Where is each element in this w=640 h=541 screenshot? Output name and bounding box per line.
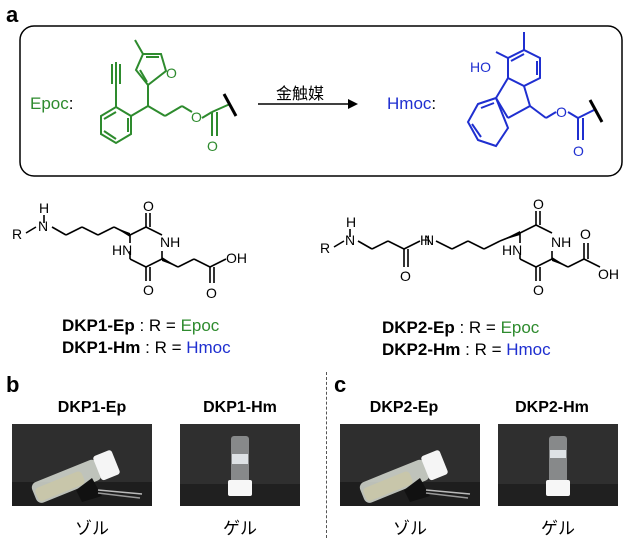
epoc-label: Epoc: xyxy=(30,94,73,114)
dkp2-hm-sep: : R = xyxy=(460,340,507,359)
dkp2-nh-amide: H xyxy=(420,232,430,248)
epoc-furan-o: O xyxy=(166,65,177,81)
sample-b1-title: DKP1-Ep xyxy=(57,399,127,416)
sample-b2-title: DKP1-Hm xyxy=(203,399,277,416)
tilted-vial-image xyxy=(12,424,152,506)
panel-c-letter: c xyxy=(334,372,347,397)
dkp2-names: DKP2-Ep : R = Epoc DKP2-Hm : R = Hmoc xyxy=(382,318,551,360)
dkp2-n: N xyxy=(345,232,355,248)
epoc-label-text: Epoc xyxy=(30,94,69,113)
dkp1-o-acid: O xyxy=(206,285,217,301)
hmoc-ester-o: O xyxy=(556,104,567,120)
tilted-vial-image-2 xyxy=(340,424,480,506)
caption-c2: ゲル xyxy=(541,519,575,538)
dkp1-ep-name: DKP1-Ep xyxy=(62,316,135,335)
epoc-structure xyxy=(100,39,231,145)
dkp1-o-top: O xyxy=(143,198,154,214)
photo-dkp2-ep xyxy=(340,424,480,506)
dkp1-wedge-2 xyxy=(162,257,178,267)
caption-c1: ゾル xyxy=(393,519,427,538)
photo-dkp1-ep xyxy=(12,424,152,506)
dkp2-o-top: O xyxy=(533,196,544,212)
dkp1-oh: OH xyxy=(226,250,247,266)
hmoc-label-colon: : xyxy=(431,94,437,113)
dkp2-ep-name: DKP2-Ep xyxy=(382,318,455,337)
photo-dkp1-hm xyxy=(180,424,300,506)
dkp2-wedge-1 xyxy=(500,231,520,241)
panel-b-letter: b xyxy=(6,372,20,397)
dkp1-hm-value: Hmoc xyxy=(186,338,231,357)
photo-dkp2-hm xyxy=(498,424,618,506)
catalyst-label: 金触媒 xyxy=(276,86,325,103)
dkp1-r: R xyxy=(12,226,22,242)
hmoc-label: Hmoc: xyxy=(387,94,436,114)
panel-a-letter: a xyxy=(6,2,19,27)
dkp2-ep-sep: : R = xyxy=(454,318,501,337)
upright-vial-image-2 xyxy=(498,424,618,506)
dkp2-o-amide: O xyxy=(400,268,411,284)
dkp2-o-acid: O xyxy=(580,226,591,242)
dkp2-ep-value: Epoc xyxy=(500,318,540,337)
reaction-arrowhead xyxy=(348,99,358,109)
dkp2-nh: NH xyxy=(551,234,571,250)
dkp1-hn: HN xyxy=(112,242,132,258)
caption-b2: ゲル xyxy=(223,519,257,538)
epoc-label-colon: : xyxy=(68,94,74,113)
panel-divider xyxy=(326,372,327,538)
dkp1-o-bottom: O xyxy=(143,282,154,298)
hmoc-structure xyxy=(466,32,595,148)
hmoc-ho: HO xyxy=(470,59,491,75)
dkp2-hm-value: Hmoc xyxy=(506,340,551,359)
dkp1-wedge-1 xyxy=(114,227,130,237)
dkp2-n-amide: N xyxy=(424,232,434,248)
reaction-scheme: O O O HO O O xyxy=(19,25,623,177)
dkp2-structure xyxy=(333,211,601,281)
dkp1-names: DKP1-Ep : R = Epoc DKP1-Hm : R = Hmoc xyxy=(62,316,231,358)
dkp2-h: H xyxy=(346,214,356,230)
dkp-structures: R N H O NH HN O O OH xyxy=(12,196,619,301)
dkp1-n: N xyxy=(38,218,48,234)
hmoc-label-text: Hmoc xyxy=(387,94,432,113)
dkp1-hm-line: DKP1-Hm : R = Hmoc xyxy=(62,338,231,358)
dkp1-ep-value: Epoc xyxy=(180,316,220,335)
dkp1-h: H xyxy=(39,200,49,216)
dkp2-hm-line: DKP2-Hm : R = Hmoc xyxy=(382,340,551,360)
dkp2-hm-name: DKP2-Hm xyxy=(382,340,461,359)
epoc-carbonyl-o: O xyxy=(207,138,218,154)
upright-vial-image xyxy=(180,424,300,506)
hmoc-attachment xyxy=(588,99,604,123)
caption-b1: ゾル xyxy=(75,519,109,538)
hmoc-carbonyl-o: O xyxy=(573,143,584,159)
dkp2-oh: OH xyxy=(598,266,619,282)
dkp2-o-bottom: O xyxy=(533,282,544,298)
dkp2-ep-line: DKP2-Ep : R = Epoc xyxy=(382,318,551,338)
dkp1-nh: NH xyxy=(160,234,180,250)
dkp2-wedge-2 xyxy=(552,257,568,267)
sample-c2-title: DKP2-Hm xyxy=(515,399,589,416)
sample-c1-title: DKP2-Ep xyxy=(369,399,439,416)
epoc-attachment xyxy=(222,93,238,117)
dkp1-hm-name: DKP1-Hm xyxy=(62,338,141,357)
dkp1-ep-sep: : R = xyxy=(134,316,181,335)
dkp1-hm-sep: : R = xyxy=(140,338,187,357)
dkp2-hn: HN xyxy=(502,242,522,258)
reaction-box xyxy=(19,25,623,177)
epoc-ester-o: O xyxy=(191,109,202,125)
dkp2-r: R xyxy=(320,240,330,256)
dkp1-ep-line: DKP1-Ep : R = Epoc xyxy=(62,316,231,336)
